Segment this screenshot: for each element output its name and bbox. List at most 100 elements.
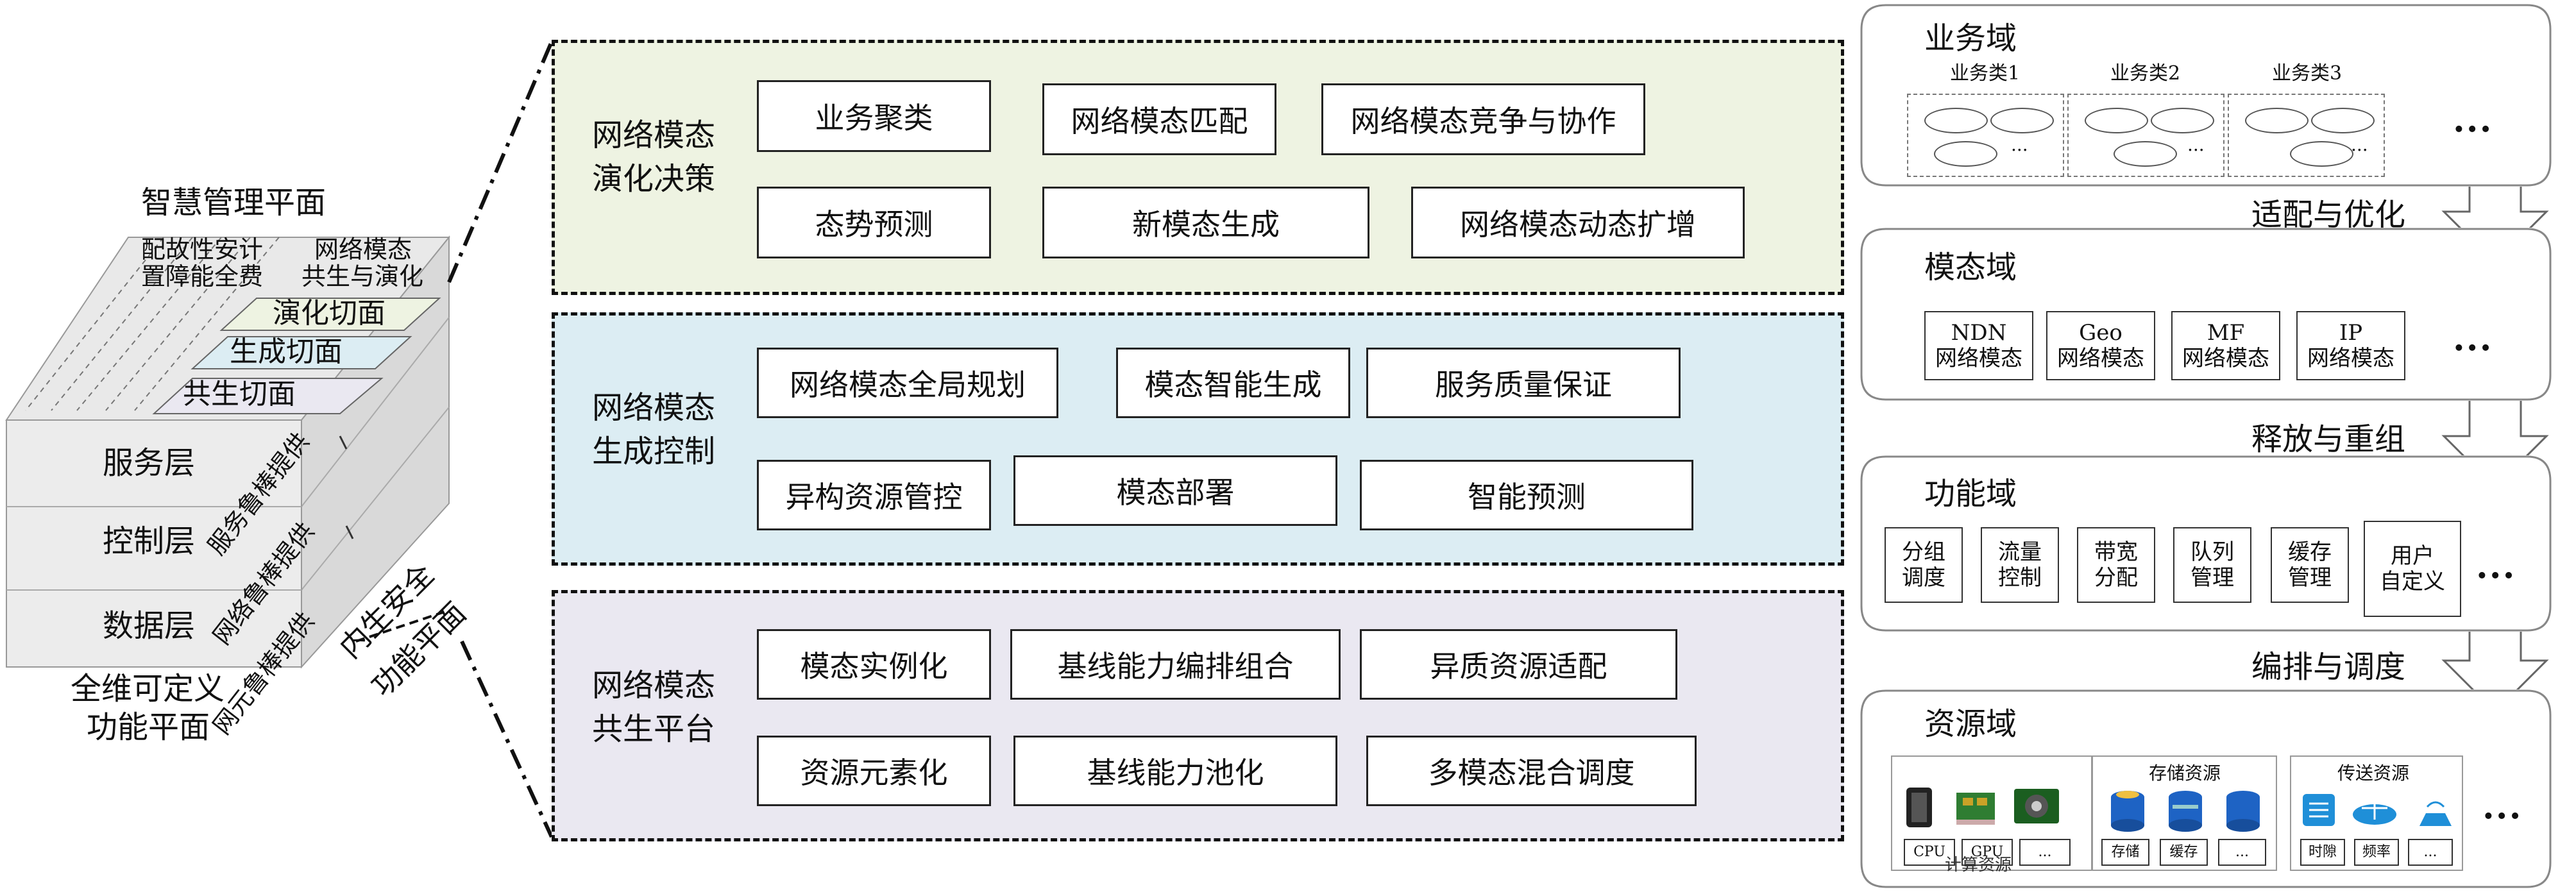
business-class-1-label: 业务类1 <box>1950 62 2021 85</box>
func-packet-scheduling: 分组调度 <box>1885 527 1963 603</box>
mgmt-col1-line2: 置障能全费 <box>141 262 264 291</box>
func-bandwidth-allocation: 带宽分配 <box>2077 527 2155 603</box>
resource-domain-title: 资源域 <box>1924 706 2017 742</box>
func-new-modal-generation: 新模态生成 <box>1042 187 1369 258</box>
storage-cache: 缓存 <box>2160 839 2208 866</box>
func-queue-management: 队列管理 <box>2173 527 2251 603</box>
cpu-icon <box>1906 788 1932 827</box>
func-global-planning: 网络模态全局规划 <box>757 348 1058 418</box>
business-ellipse <box>1924 108 1988 133</box>
business-ellipse <box>2245 108 2309 133</box>
func-heterogeneous-adaptation: 异质资源适配 <box>1360 629 1677 700</box>
function-more-dots: ... <box>2476 545 2516 586</box>
modal-more-dots: ... <box>2453 317 2493 358</box>
func-baseline-pooling: 基线能力池化 <box>1013 736 1337 806</box>
func-situation-forecast: 态势预测 <box>757 187 991 258</box>
resource-domain: 资源域 CPU GPU ... 计算资源 存储资源 存储 缓存 ... 传送资源 <box>1860 689 2553 888</box>
panel3-title: 网络模态共生平台 <box>592 668 716 747</box>
business-ellipse <box>2085 108 2148 133</box>
gpu-icon <box>1956 793 1995 825</box>
mgmt-plane-label: 智慧管理平面 <box>141 185 326 221</box>
compute-resource-label: 计算资源 <box>1945 856 2012 875</box>
business-class-3-label: 业务类3 <box>2272 62 2343 85</box>
arrow-orchestrate-schedule-label: 编排与调度 <box>2251 649 2406 685</box>
func-smart-prediction: 智能预测 <box>1360 460 1693 530</box>
storage-resource-group: 存储资源 存储 缓存 ... <box>2091 755 2277 871</box>
slice-evolve-label: 演化切面 <box>273 297 386 330</box>
compute-more: ... <box>2019 839 2071 866</box>
business-domain: 业务域 业务类1 业务类2 业务类3 ... ... ... ... <box>1860 4 2553 187</box>
business-class-2-box: ... <box>2067 94 2224 177</box>
panel1-title: 网络模态演化决策 <box>592 117 716 197</box>
panel-generation-control: 网络模态生成控制 网络模态全局规划 模态智能生成 服务质量保证 异构资源管控 模… <box>552 312 1844 566</box>
left-cube-diagram: 智慧管理平面 配故性安计 置障能全费 网络模态 共生与演化 演化切面 生成切面 … <box>0 0 552 894</box>
panel-evolution-decision: 网络模态演化决策 业务聚类 网络模态匹配 网络模态竞争与协作 态势预测 新模态生… <box>552 40 1844 295</box>
business-ellipse <box>2114 141 2177 167</box>
func-multimodal-scheduling: 多模态混合调度 <box>1366 736 1697 806</box>
layer-service-label: 服务层 <box>103 445 196 481</box>
slice-symbiosis-label: 共生切面 <box>183 378 296 410</box>
func-modal-deployment: 模态部署 <box>1013 455 1337 526</box>
business-ellipse <box>2290 141 2353 167</box>
switch-icon <box>2303 794 2335 826</box>
business-class-3-box: ... <box>2228 94 2385 177</box>
business-class-2-dots: ... <box>2187 134 2205 155</box>
layer-control-label: 控制层 <box>103 523 196 559</box>
business-domain-frame <box>1860 4 2552 187</box>
business-domain-title: 业务域 <box>1924 21 2017 56</box>
storage-icons <box>2111 791 2260 832</box>
storage-storage: 存储 <box>2101 839 2149 866</box>
router-icon <box>2353 800 2396 825</box>
func-smart-generation: 模态智能生成 <box>1116 348 1350 418</box>
database-icon <box>2226 791 2260 832</box>
business-ellipse <box>2151 108 2214 133</box>
database-icon <box>2169 791 2202 832</box>
func-heterogeneous-resource-control: 异构资源管控 <box>757 460 991 530</box>
mgmt-col2-line1: 网络模态 <box>314 235 412 264</box>
business-class-1-box: ... <box>1907 94 2064 177</box>
access-point-icon <box>2419 801 2452 826</box>
storage-more: ... <box>2218 839 2266 866</box>
modal-domain-title: 模态域 <box>1924 249 2017 285</box>
func-cache-management: 缓存管理 <box>2271 527 2349 603</box>
business-ellipse <box>1934 141 1997 167</box>
func-business-clustering: 业务聚类 <box>757 80 991 152</box>
func-modal-matching: 网络模态匹配 <box>1042 83 1276 155</box>
database-icon <box>2111 791 2144 832</box>
business-ellipse <box>1990 108 2054 133</box>
panel2-title: 网络模态生成控制 <box>592 390 716 469</box>
func-plane-label-2: 功能平面 <box>87 709 210 745</box>
resource-more-dots: ... <box>2482 786 2523 827</box>
func-qos-guarantee: 服务质量保证 <box>1366 348 1681 418</box>
mgmt-col1-line1: 配故性安计 <box>141 235 264 264</box>
business-ellipse <box>2311 108 2375 133</box>
storage-resource-label: 存储资源 <box>2149 763 2221 784</box>
transfer-more: ... <box>2408 839 2453 866</box>
business-class-1-dots: ... <box>2011 134 2028 155</box>
compute-resource-group: CPU GPU ... 计算资源 <box>1891 755 2093 875</box>
business-class-2-label: 业务类2 <box>2110 62 2181 85</box>
func-resource-elementization: 资源元素化 <box>757 736 991 806</box>
func-modal-dynamic-expansion: 网络模态动态扩增 <box>1411 187 1745 258</box>
business-class-3-dots: ... <box>2351 134 2368 155</box>
func-modal-instantiation: 模态实例化 <box>757 629 991 700</box>
transfer-icons <box>2303 794 2452 826</box>
slice-generate-label: 生成切面 <box>230 335 343 368</box>
business-more-dots: ... <box>2453 99 2493 140</box>
func-flow-control: 流量控制 <box>1981 527 2059 603</box>
function-domain-title: 功能域 <box>1924 476 2017 512</box>
cube-drawing <box>5 235 451 669</box>
compute-gpu: GPU <box>1962 839 2013 866</box>
arrow-release-reorganize-label: 释放与重组 <box>2251 421 2406 457</box>
transfer-resource-label: 传送资源 <box>2337 763 2410 784</box>
func-user-defined: 用户自定义 <box>2364 521 2461 617</box>
compute-icons <box>1906 788 2059 827</box>
compute-cpu: CPU <box>1904 839 1955 866</box>
panel-symbiosis-platform: 网络模态共生平台 模态实例化 基线能力编排组合 异质资源适配 资源元素化 基线能… <box>552 590 1844 841</box>
memory-card-icon <box>2014 789 2059 823</box>
resource-domain-frame <box>1860 689 2552 888</box>
